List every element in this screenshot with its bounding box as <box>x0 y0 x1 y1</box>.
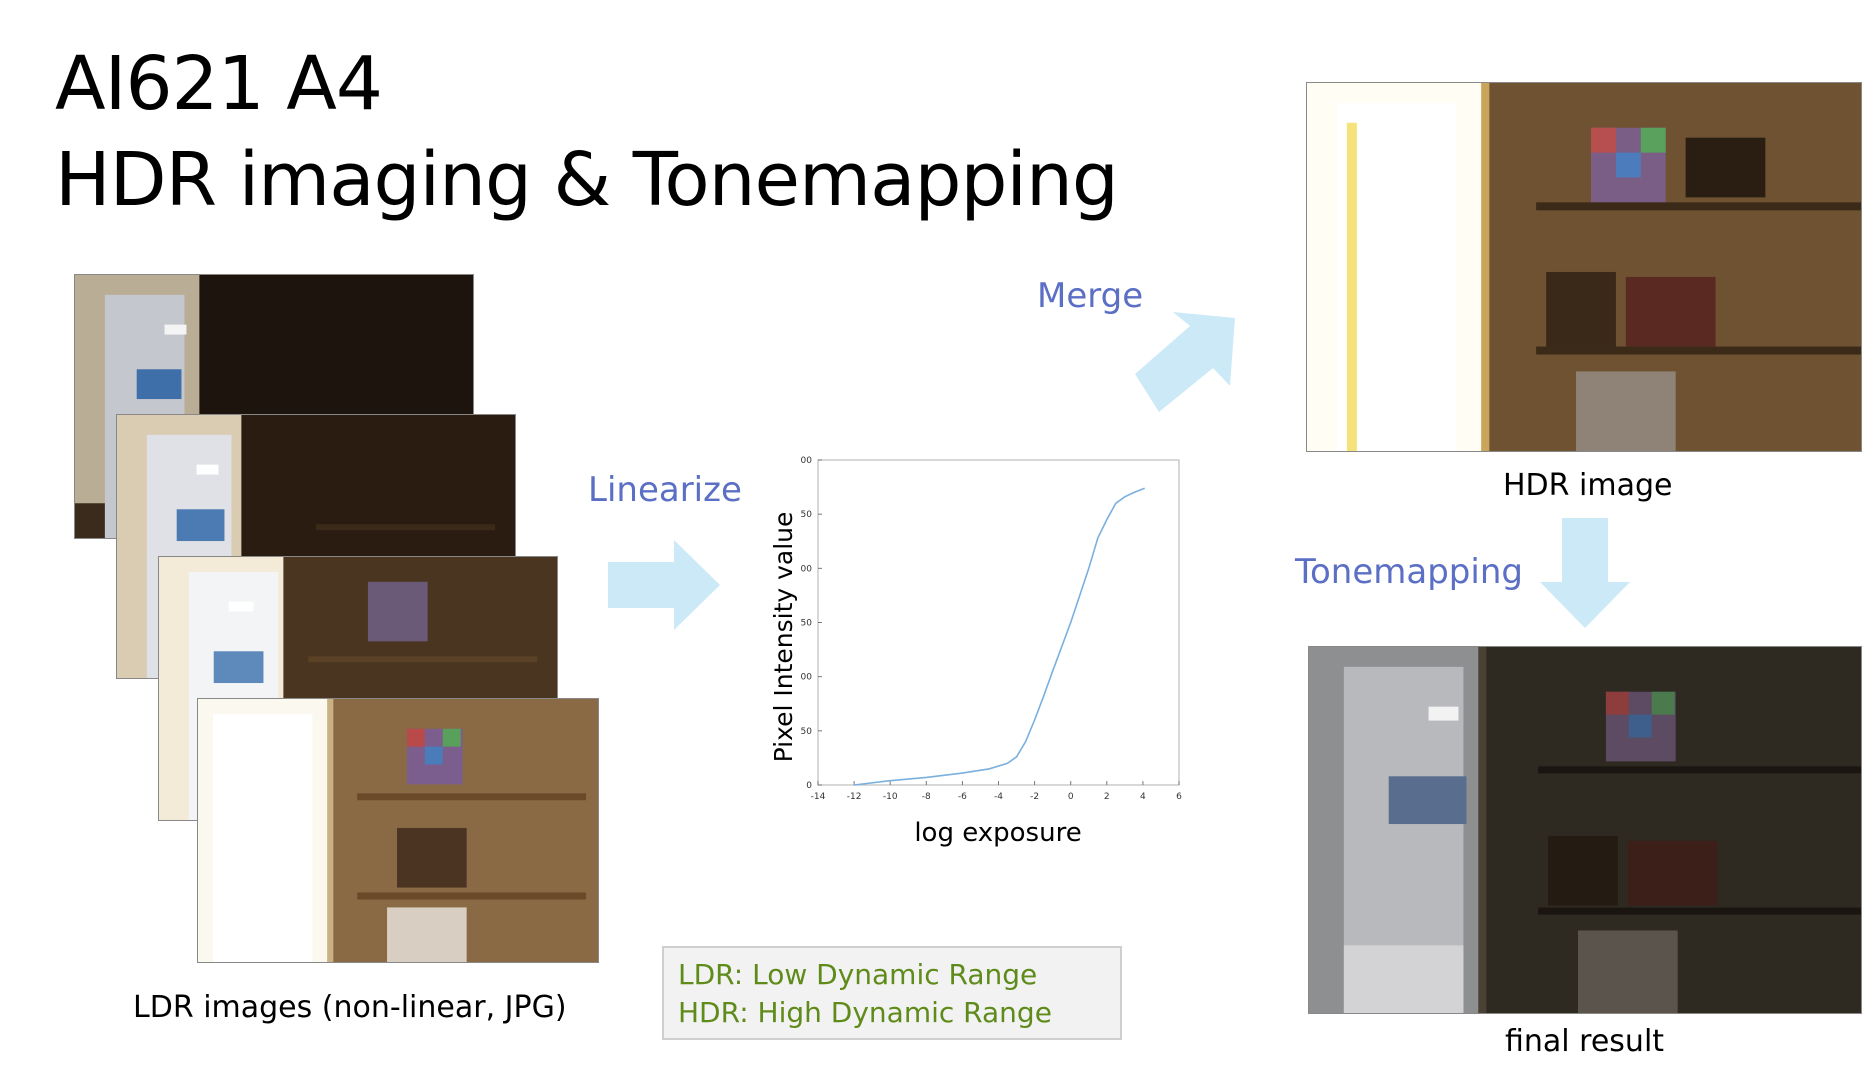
y-tick-label: 00 <box>801 456 813 466</box>
y-tick-label: 00 <box>801 564 813 574</box>
legend-line-ldr: LDR: Low Dynamic Range <box>678 958 1038 991</box>
ldr-image-4 <box>197 698 599 963</box>
y-tick-label: 00 <box>801 673 813 683</box>
slide-title: AI621 A4 HDR imaging & Tonemapping <box>55 36 1119 228</box>
linearize-label: Linearize <box>588 470 742 510</box>
x-tick-label: -4 <box>994 792 1003 802</box>
merge-arrow-shape <box>1135 312 1235 412</box>
hdr-image <box>1306 82 1862 452</box>
x-tick-label: -6 <box>958 792 967 802</box>
x-tick-label: 0 <box>1068 792 1074 802</box>
legend-box: LDR: Low Dynamic Range HDR: High Dynamic… <box>662 946 1122 1040</box>
down-arrow-icon <box>1540 518 1630 628</box>
x-tick-label: 6 <box>1176 792 1182 802</box>
merge-label: Merge <box>1037 276 1144 316</box>
diagonal-arrow-icon <box>1135 312 1235 412</box>
y-tick-label: 0 <box>806 781 812 791</box>
legend-line-hdr: HDR: High Dynamic Range <box>678 996 1052 1029</box>
tonemapping-arrow-shape <box>1540 518 1630 628</box>
x-tick-label: -12 <box>847 792 862 802</box>
response-curve-chart: -14 -12 -10 -8 -6 -4 -2 0 2 4 6 0 50 00 50 00 50 00 Pixel… <box>769 456 1183 848</box>
y-tick-label: 50 <box>801 619 813 629</box>
x-tick-label: -2 <box>1030 792 1039 802</box>
title-line-2: HDR imaging & Tonemapping <box>55 137 1119 223</box>
hdr-caption: HDR image <box>1503 468 1673 503</box>
x-tick-label: 2 <box>1104 792 1110 802</box>
final-image <box>1308 646 1862 1014</box>
ldr-caption: LDR images (non-linear, JPG) <box>133 990 567 1025</box>
linearize-arrow-shape <box>608 540 720 630</box>
x-tick-label: 4 <box>1140 792 1146 802</box>
final-caption: final result <box>1505 1024 1665 1059</box>
x-tick-label: -10 <box>883 792 898 802</box>
chart-xlabel: log exposure <box>914 818 1081 848</box>
tonemapping-label: Tonemapping <box>1295 552 1523 592</box>
response-curve-line <box>854 487 1145 786</box>
right-arrow-icon <box>608 540 720 630</box>
x-tick-label: -8 <box>922 792 931 802</box>
y-tick-label: 50 <box>801 727 813 737</box>
chart-root: -14 -12 -10 -8 -6 -4 -2 0 2 4 6 0 50 00 50 00 50 00 <box>801 456 1183 802</box>
title-line-1: AI621 A4 <box>55 41 383 127</box>
plot-frame <box>817 459 1180 786</box>
chart-ylabel: Pixel Intensity value <box>769 512 798 763</box>
y-tick-label: 50 <box>801 510 813 520</box>
x-tick-label: -14 <box>811 792 826 802</box>
